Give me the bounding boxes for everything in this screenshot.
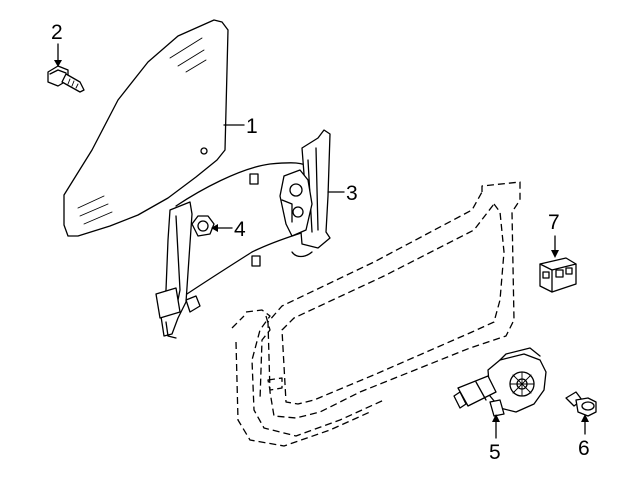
nut-4[interactable] (191, 215, 215, 237)
window-regulator[interactable] (155, 129, 331, 339)
switch-module-7[interactable] (539, 257, 577, 293)
door-glass[interactable] (63, 19, 229, 237)
arrow-6 (581, 414, 589, 435)
arrow-7 (551, 235, 559, 258)
callout-3: 3 (346, 182, 358, 205)
callout-7: 7 (548, 211, 560, 234)
door-outline (231, 181, 521, 447)
callout-6: 6 (578, 437, 590, 460)
arrow-5 (492, 414, 500, 439)
arrow-2 (54, 43, 62, 67)
callout-5: 5 (489, 441, 501, 464)
window-motor[interactable] (453, 347, 547, 417)
bolt-2[interactable] (47, 65, 85, 93)
screw-6[interactable] (565, 391, 597, 417)
arrow-4 (211, 224, 233, 232)
callout-1: 1 (246, 115, 258, 138)
callout-4: 4 (234, 218, 246, 241)
callout-2: 2 (51, 21, 63, 44)
